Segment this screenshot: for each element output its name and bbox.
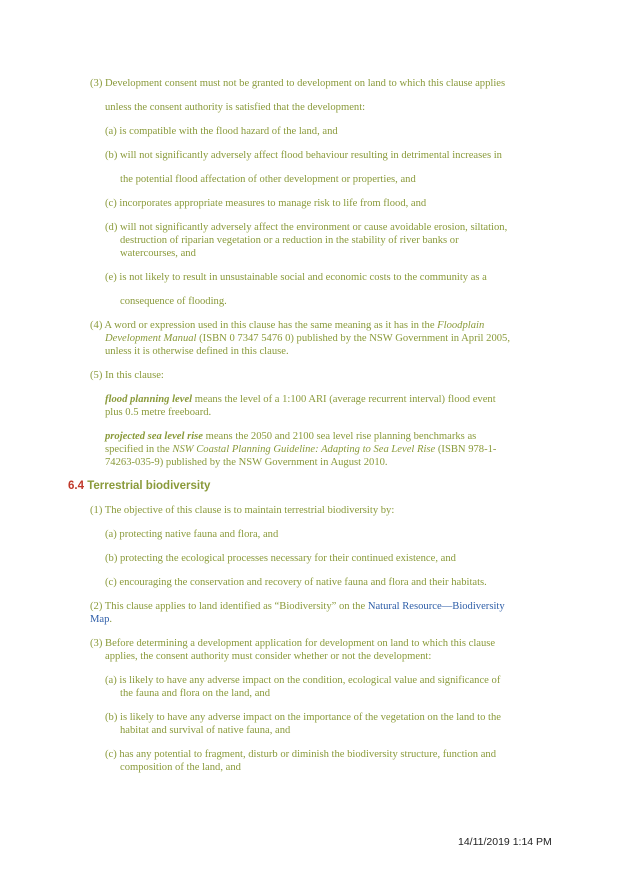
clause-3-item-d-line-1: (d) will not significantly adversely aff… <box>105 222 508 233</box>
clause-3-item-b-line-1: (b) will not significantly adversely aff… <box>105 150 502 161</box>
floodplain-manual-title-part-1: Floodplain <box>437 320 485 331</box>
print-timestamp: 14/11/2019 1:14 PM <box>458 836 552 848</box>
clause-3-item-b-line-2: the potential flood affectation of other… <box>120 174 416 185</box>
biodiversity-map-link[interactable]: Natural Resource—Biodiversity <box>367 601 505 612</box>
consideration-clause-line-2: applies, the consent authority must cons… <box>105 651 432 662</box>
coastal-guideline-title: NSW Coastal Planning Guideline: Adapting… <box>172 444 436 455</box>
consideration-item-c-line-1: (c) has any potential to fragment, distu… <box>105 749 496 760</box>
objective-item-b: (b) protecting the ecological processes … <box>105 553 456 564</box>
defined-term: projected sea level rise <box>105 431 203 442</box>
biodiversity-map-link-continued[interactable]: Map <box>90 614 110 625</box>
clause-3-item-d-line-3: watercourses, and <box>120 248 196 259</box>
defined-term: flood planning level <box>105 394 193 405</box>
clause-4-line-2: Development Manual (ISBN 0 7347 5476 0) … <box>105 333 510 344</box>
consideration-item-c-line-2: composition of the land, and <box>120 762 241 773</box>
consideration-item-a-line-2: the fauna and flora on the land, and <box>120 688 271 699</box>
clause-3-item-d-line-2: destruction of riparian vegetation or a … <box>120 235 459 246</box>
definition-sea-level-rise-line-3: 74263-035-9) published by the NSW Govern… <box>105 457 388 468</box>
consideration-item-a-line-1: (a) is likely to have any adverse impact… <box>105 675 501 686</box>
floodplain-manual-title-part-2: Development Manual <box>105 333 197 344</box>
consideration-item-b-line-1: (b) is likely to have any adverse impact… <box>105 712 501 723</box>
clause-3-item-e-line-1: (e) is not likely to result in unsustain… <box>105 272 487 283</box>
clause-3-line-1: (3) Development consent must not be gran… <box>90 78 506 89</box>
consideration-clause-line-1: (3) Before determining a development app… <box>90 638 496 649</box>
objective-item-a: (a) protecting native fauna and flora, a… <box>105 529 279 540</box>
definition-flood-planning-level-line-2: plus 0.5 metre freeboard. <box>105 407 212 418</box>
clause-4-line-3: unless it is otherwise defined in this c… <box>105 346 289 357</box>
definition-flood-planning-level-line-1: flood planning level means the level of … <box>105 394 496 405</box>
consideration-item-b-line-2: habitat and survival of native fauna, an… <box>120 725 291 736</box>
section-number: 6.4 <box>68 480 84 492</box>
clause-3-item-c: (c) incorporates appropriate measures to… <box>105 198 427 209</box>
objective-intro: (1) The objective of this clause is to m… <box>90 505 395 516</box>
clause-3-item-e-line-2: consequence of flooding. <box>120 296 227 307</box>
objective-item-c: (c) encouraging the conservation and rec… <box>105 577 487 588</box>
applies-clause-line-2: Map. <box>90 614 113 625</box>
section-heading-6-4: 6.4 Terrestrial biodiversity <box>68 479 210 493</box>
definition-sea-level-rise-line-1: projected sea level rise means the 2050 … <box>105 431 477 442</box>
section-title: Terrestrial biodiversity <box>87 480 211 492</box>
clause-3-line-2: unless the consent authority is satisfie… <box>105 102 366 113</box>
clause-4-line-1: (4) A word or expression used in this cl… <box>90 320 485 331</box>
applies-clause-line-1: (2) This clause applies to land identifi… <box>90 601 505 612</box>
clause-5-intro: (5) In this clause: <box>90 370 164 381</box>
definition-sea-level-rise-line-2: specified in the NSW Coastal Planning Gu… <box>105 444 497 455</box>
clause-3-item-a: (a) is compatible with the flood hazard … <box>105 126 338 137</box>
